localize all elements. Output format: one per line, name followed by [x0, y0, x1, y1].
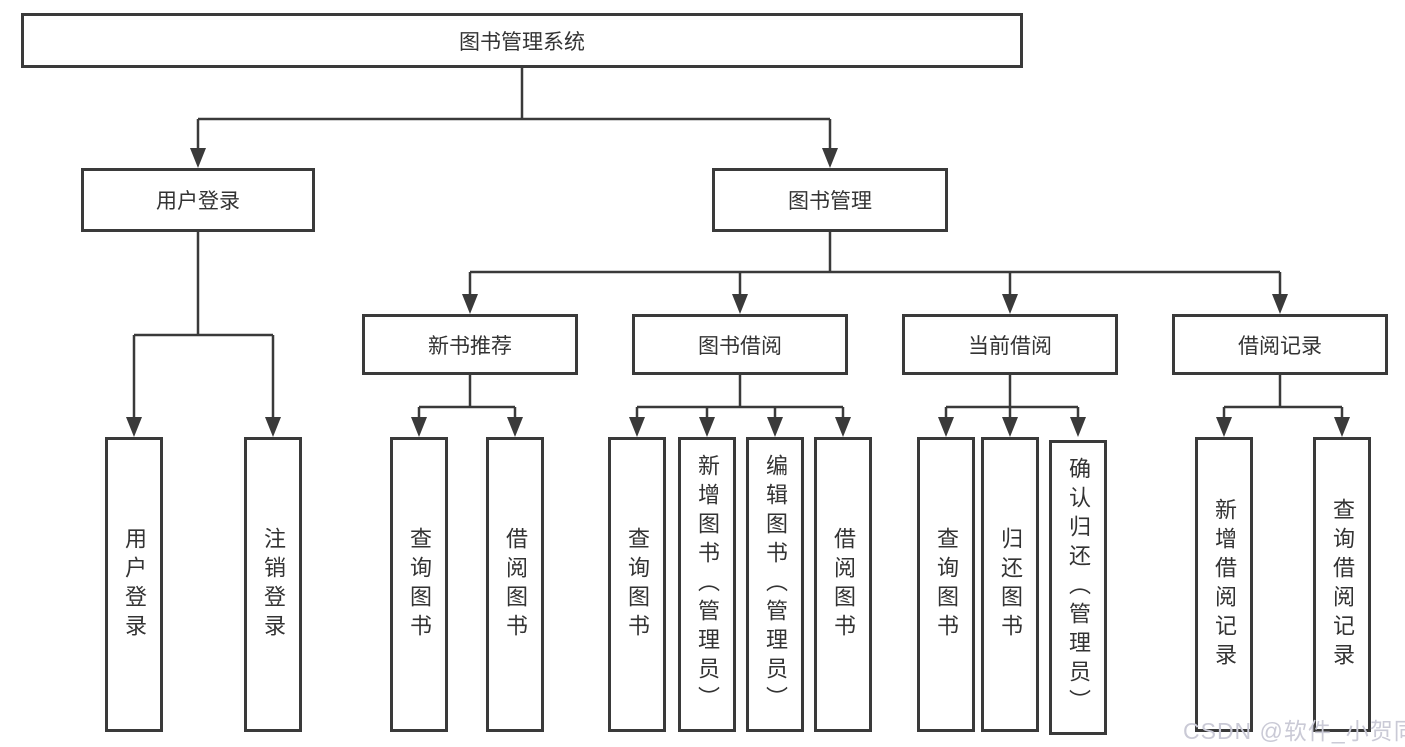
- node-label: 当前借阅: [968, 334, 1052, 358]
- node-label: 新增图书（管理员）: [695, 454, 720, 715]
- leaf-logout-login: 注销登录: [244, 437, 302, 732]
- node-label: 图书借阅: [698, 334, 782, 358]
- node-label: 图书管理: [788, 190, 872, 213]
- leaf-return-books: 归还图书: [981, 437, 1039, 732]
- leaf-borrow-books-borrowing: 借阅图书: [814, 437, 872, 732]
- node-library-system: 图书管理系统: [21, 13, 1023, 68]
- leaf-edit-books-admin: 编辑图书（管理员）: [746, 437, 804, 732]
- leaf-borrow-books-recommend: 借阅图书: [486, 437, 544, 732]
- node-label: 确认归还（管理员）: [1066, 457, 1091, 718]
- node-current-borrowing: 当前借阅: [902, 314, 1118, 375]
- leaf-query-borrow-record: 查询借阅记录: [1313, 437, 1371, 732]
- node-label: 图书管理系统: [459, 30, 585, 54]
- node-label: 用户登录: [156, 190, 240, 213]
- leaf-confirm-return-admin: 确认归还（管理员）: [1049, 440, 1107, 735]
- leaf-query-books-current: 查询图书: [917, 437, 975, 732]
- node-label: 注销登录: [261, 526, 286, 643]
- node-label: 编辑图书（管理员）: [763, 454, 788, 715]
- node-label: 新书推荐: [428, 334, 512, 358]
- node-new-book-recommendation: 新书推荐: [362, 314, 578, 375]
- node-book-management: 图书管理: [712, 168, 948, 232]
- leaf-user-login: 用户登录: [105, 437, 163, 732]
- node-label: 查询借阅记录: [1330, 497, 1355, 672]
- node-borrowing-records: 借阅记录: [1172, 314, 1388, 375]
- node-label: 借阅图书: [831, 526, 856, 643]
- node-book-borrowing: 图书借阅: [632, 314, 848, 375]
- leaf-query-books-borrowing: 查询图书: [608, 437, 666, 732]
- node-label: 查询图书: [934, 526, 959, 643]
- csdn-watermark: CSDN @软件_小贺同学: [1183, 718, 1405, 744]
- node-user-login: 用户登录: [81, 168, 315, 232]
- leaf-add-books-admin: 新增图书（管理员）: [678, 437, 736, 732]
- node-label: 归还图书: [998, 526, 1023, 643]
- leaf-query-books-recommend: 查询图书: [390, 437, 448, 732]
- node-label: 用户登录: [122, 526, 147, 643]
- node-label: 查询图书: [625, 526, 650, 643]
- node-label: 查询图书: [407, 526, 432, 643]
- node-label: 借阅图书: [503, 526, 528, 643]
- node-label: 新增借阅记录: [1212, 497, 1237, 672]
- node-label: 借阅记录: [1238, 334, 1322, 358]
- leaf-add-borrow-record: 新增借阅记录: [1195, 437, 1253, 732]
- arrowheads: [126, 148, 1350, 437]
